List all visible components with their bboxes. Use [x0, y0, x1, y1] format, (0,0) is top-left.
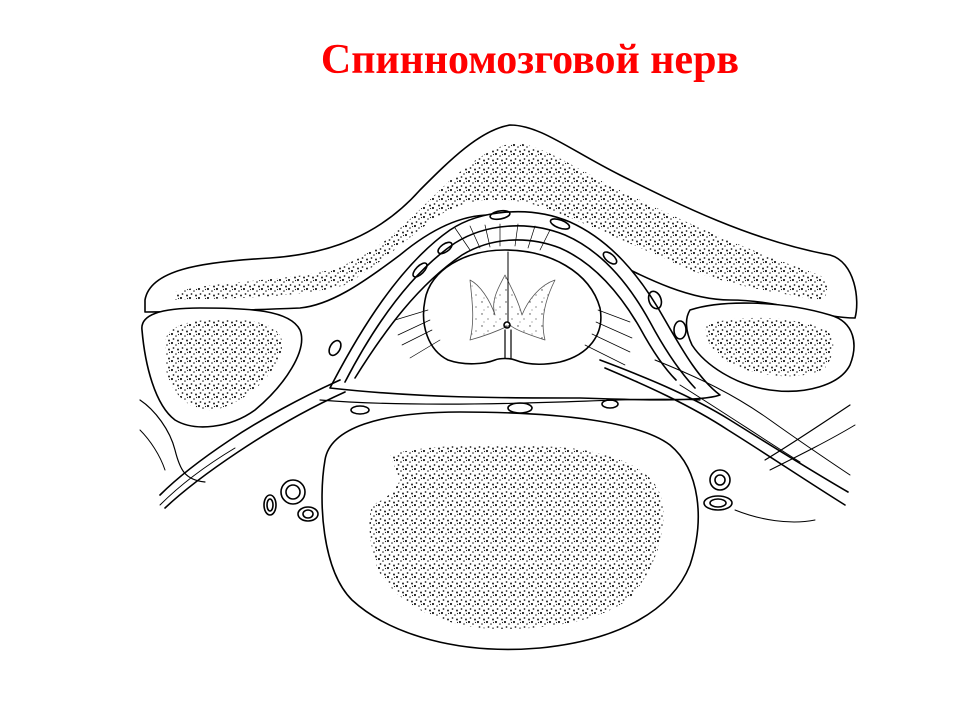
- grey-matter: [469, 274, 556, 341]
- dural-sac-inner: [344, 225, 696, 389]
- right-vessels: [703, 469, 733, 511]
- slide-title: Спинномозговой нерв: [320, 37, 740, 83]
- posterior-band-stipple: [175, 143, 828, 300]
- left-vessels: [263, 479, 319, 522]
- central-canal: [503, 321, 511, 329]
- spinal-nerve-right: [599, 359, 849, 493]
- posterior-band: [144, 124, 858, 319]
- spinal-nerve-left: [159, 379, 341, 496]
